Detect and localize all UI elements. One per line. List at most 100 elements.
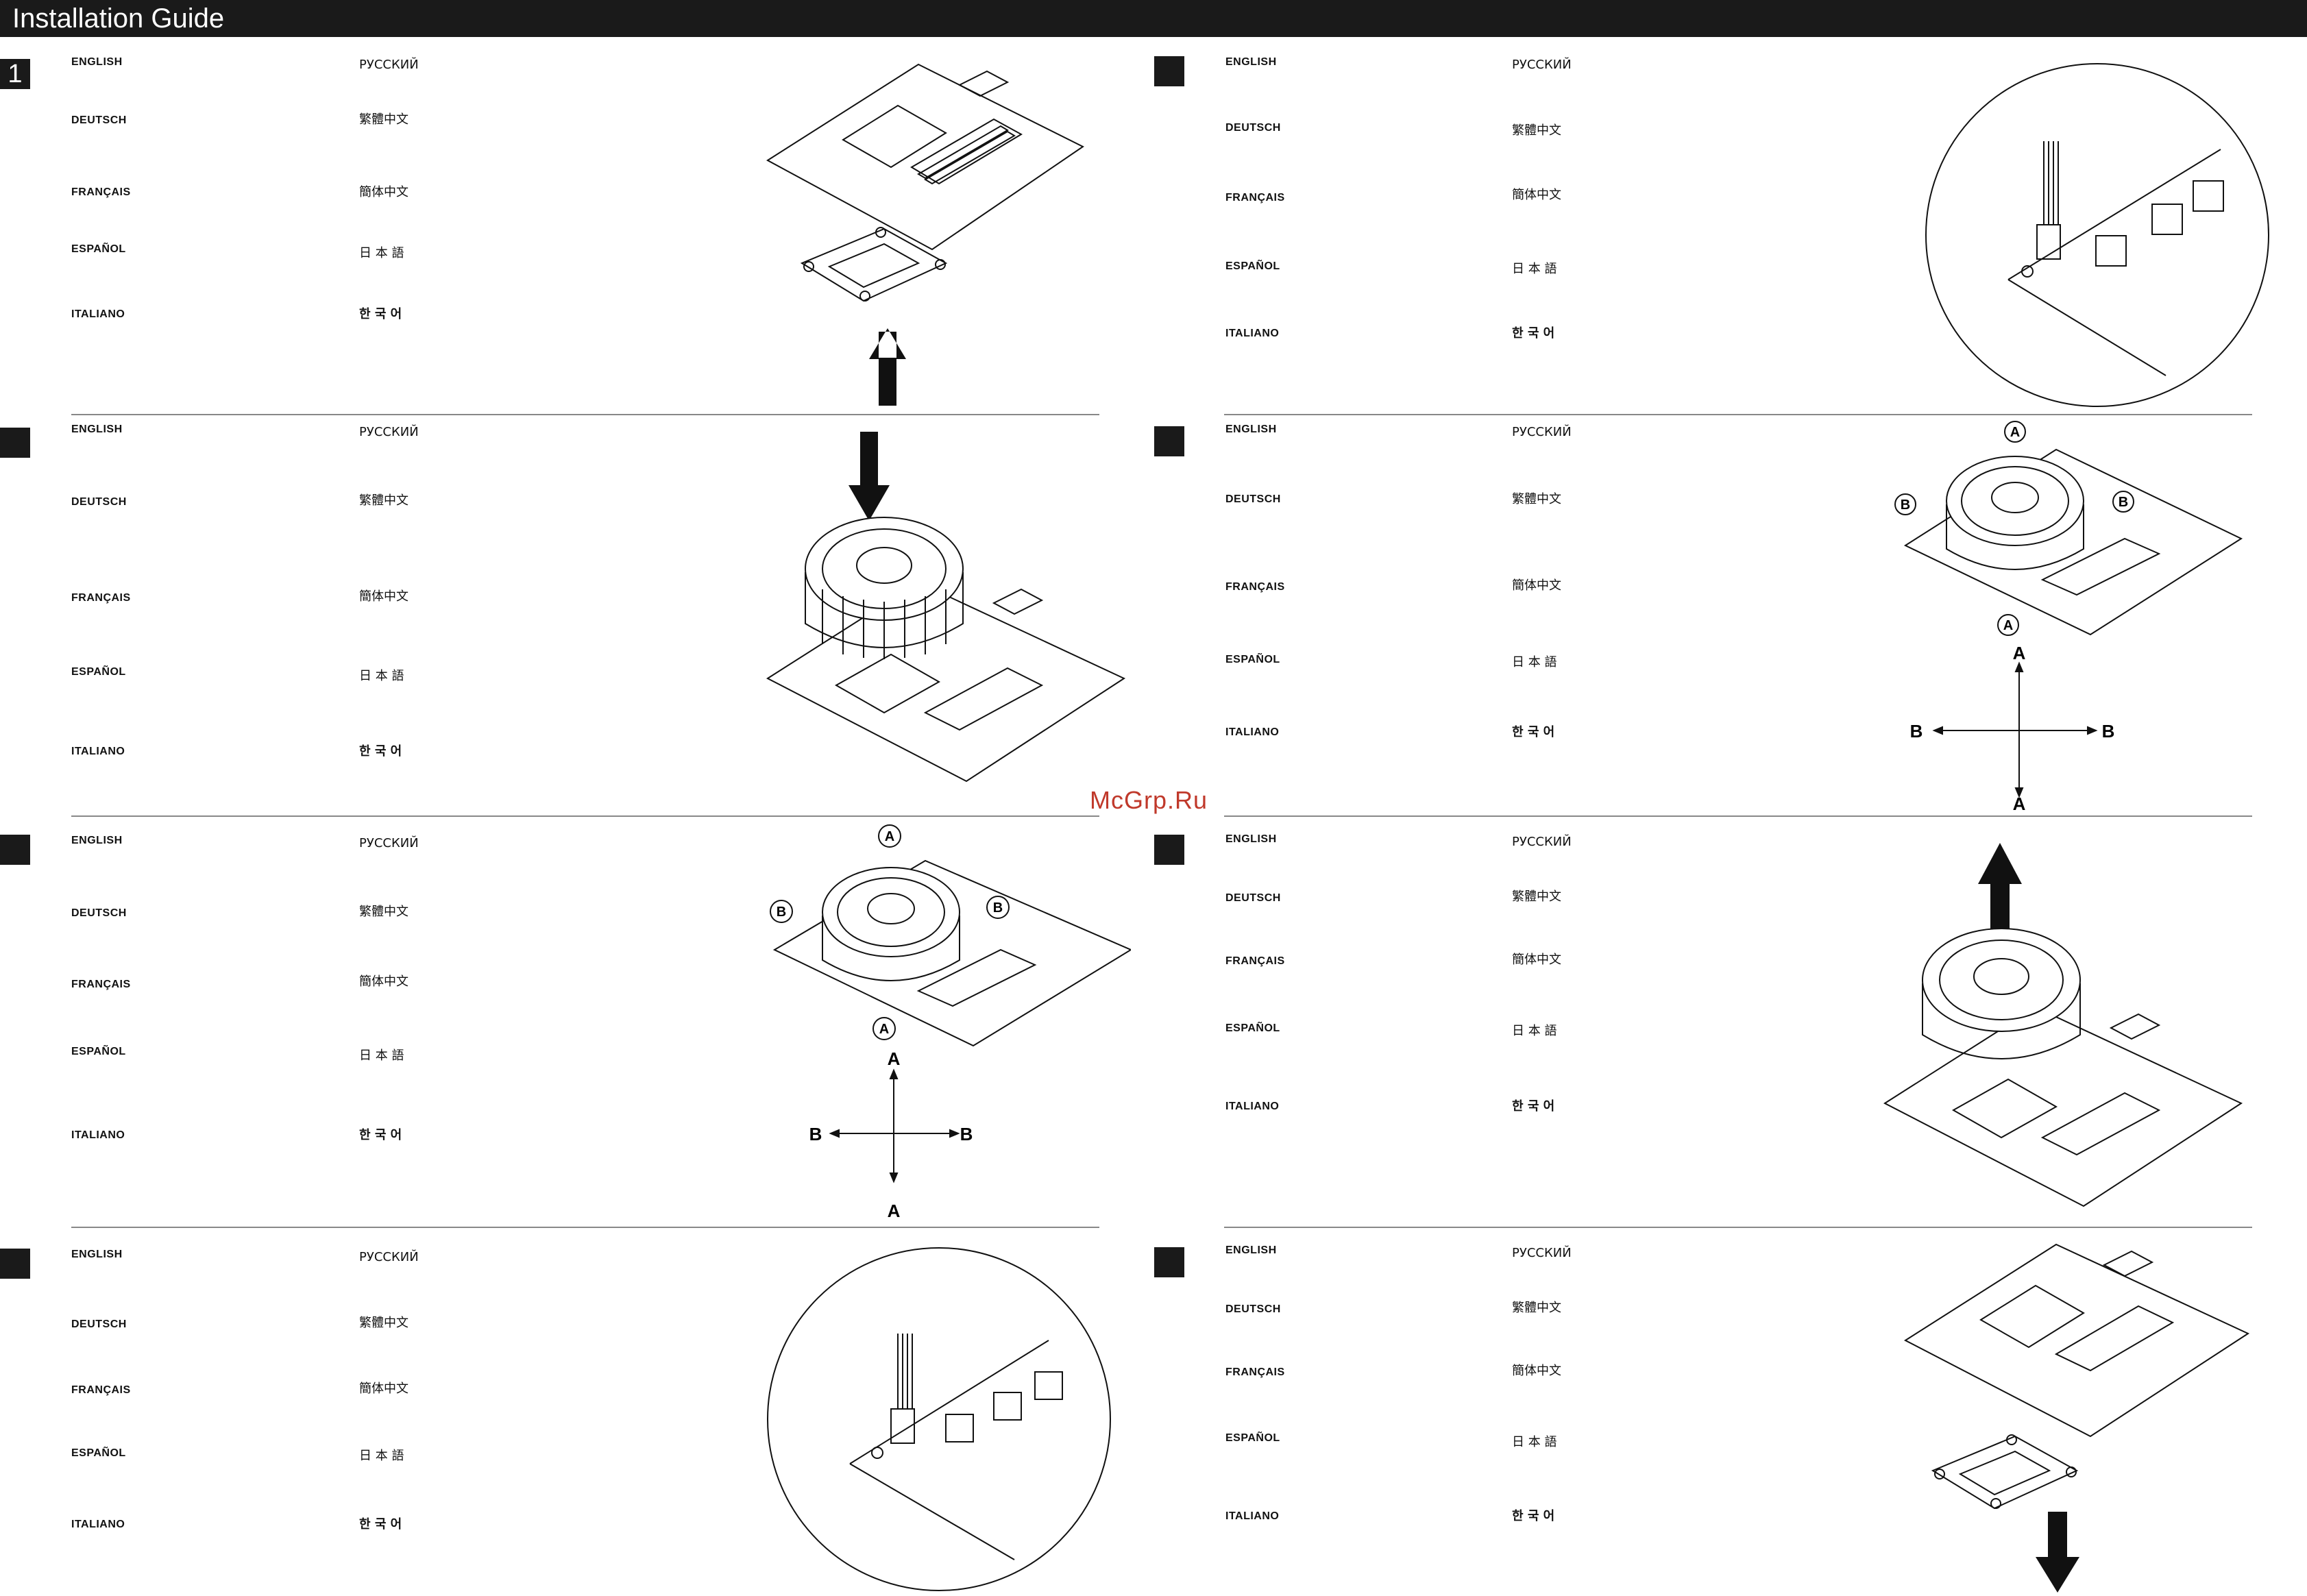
step-1-illustration [766,63,1084,406]
lang-italiano: ITALIANO [71,1129,125,1141]
lang-francais: FRANÇAIS [71,592,131,604]
lang-francais: FRANÇAIS [1225,1366,1285,1378]
divider-left-3 [71,1227,1099,1228]
lang-trad-chinese: 繁體中文 [1512,123,1561,138]
axis-label-b-left: B [1910,721,1923,741]
lang-japanese: 日 本 語 [359,1048,404,1063]
lang-korean: 한 국 어 [1512,725,1555,739]
lang-deutsch: DEUTSCH [71,907,127,919]
lang-english: ENGLISH [1225,423,1277,435]
lang-trad-chinese: 繁體中文 [359,112,408,127]
divider-right-1 [1224,414,2252,415]
lang-deutsch: DEUTSCH [71,1318,127,1330]
cooler-fan [822,867,960,957]
fan-connector [2036,224,2061,260]
page-title: Installation Guide [12,3,225,34]
lang-trad-chinese: 繁體中文 [359,905,408,919]
capacitor [2095,235,2127,267]
lang-simp-chinese: 簡体中文 [359,974,408,989]
lang-russian: РУССКИЙ [1512,58,1572,72]
lang-korean: 한 국 어 [359,744,402,759]
lang-korean: 한 국 어 [1512,1099,1555,1114]
step-1-badge: 1 [0,59,30,89]
label-a-top: A [2004,421,2026,443]
motherboard [1883,1006,2243,1207]
label-a-top: A [878,824,901,848]
step-4-badge [0,1249,30,1279]
lang-english: ENGLISH [71,423,123,435]
lang-deutsch: DEUTSCH [1225,493,1281,505]
label-a-bottom: A [1997,614,2019,636]
lang-simp-chinese: 簡体中文 [359,589,408,604]
lang-russian: РУССКИЙ [359,1250,419,1264]
lang-trad-chinese: 繁體中文 [1512,1301,1561,1315]
divider-right-3 [1224,1227,2252,1228]
lang-korean: 한 국 어 [359,1128,402,1142]
divider-left-1 [71,414,1099,415]
direction-cross-icon [1932,661,2098,798]
step-7-badge [1154,835,1184,865]
cooler-fan [1922,928,2081,1032]
lang-korean: 한 국 어 [1512,1509,1555,1523]
lang-russian: РУССКИЙ [359,425,419,439]
direction-cross-icon [829,1068,960,1183]
lang-espanol: ESPAÑOL [1225,1432,1280,1444]
label-b-left: B [1894,493,1916,515]
lang-trad-chinese: 繁體中文 [359,493,408,508]
motherboard [766,63,1084,251]
lang-espanol: ESPAÑOL [1225,260,1280,272]
lang-francais: FRANÇAIS [71,1384,131,1396]
lang-english: ENGLISH [71,1249,123,1260]
capacitor [945,1414,974,1442]
label-b-left: B [770,900,793,923]
ram-slots [2040,537,2161,596]
ram-slots [923,667,1044,731]
zoom-circle [1925,63,2269,407]
svg-text:B: B [1901,498,1910,513]
step-6-illustration: A B B A A A B B [1894,421,2243,813]
lang-italiano: ITALIANO [1225,1101,1280,1112]
lang-russian: РУССКИЙ [1512,1246,1572,1260]
step-2-illustration [766,432,1126,783]
step-3-badge [0,835,30,865]
lang-espanol: ESPAÑOL [1225,654,1280,665]
svg-text:A: A [2003,618,2013,633]
label-b-right: B [986,896,1010,919]
svg-text:A: A [2010,425,2020,440]
up-arrow-icon [1978,843,2022,884]
step-8-badge [1154,1247,1184,1277]
io-ports [992,588,1044,615]
step-6-badge [1154,426,1184,456]
lang-russian: РУССКИЙ [1512,425,1572,439]
cpu-socket [1951,1078,2058,1139]
lang-italiano: ITALIANO [71,1519,125,1530]
lang-simp-chinese: 簡体中文 [1512,953,1561,967]
io-ports [2109,1013,2161,1040]
ram-slots [2054,1305,2175,1372]
axis-label-b-right: B [2102,721,2115,741]
lang-japanese: 日 本 語 [359,246,404,260]
lang-simp-chinese: 簡体中文 [359,185,408,199]
svg-text:B: B [2119,495,2128,510]
lang-japanese: 日 本 語 [1512,1435,1557,1449]
svg-text:A: A [879,1022,889,1037]
lang-italiano: ITALIANO [1225,726,1280,738]
lang-korean: 한 국 어 [359,1517,402,1532]
axis-label-a-top: A [2013,643,2026,663]
step-5-illustration [1925,63,2269,407]
lang-japanese: 日 本 語 [1512,655,1557,670]
step-7-illustration [1883,843,2243,1207]
svg-text:B: B [777,905,786,920]
cpu-socket [842,104,947,169]
lang-espanol: ESPAÑOL [1225,1022,1280,1034]
lang-deutsch: DEUTSCH [1225,1303,1281,1315]
divider-right-2 [1224,815,2252,817]
axis-label-a-bottom: A [2013,794,2026,813]
ram-slots [2040,1092,2161,1156]
lang-japanese: 日 本 語 [359,1449,404,1463]
lang-russian: РУССКИЙ [359,836,419,850]
header-bar: Installation Guide [0,0,2307,37]
lang-italiano: ITALIANO [1225,1510,1280,1522]
lang-korean: 한 국 어 [359,307,402,321]
down-arrow-icon [2036,1557,2079,1593]
